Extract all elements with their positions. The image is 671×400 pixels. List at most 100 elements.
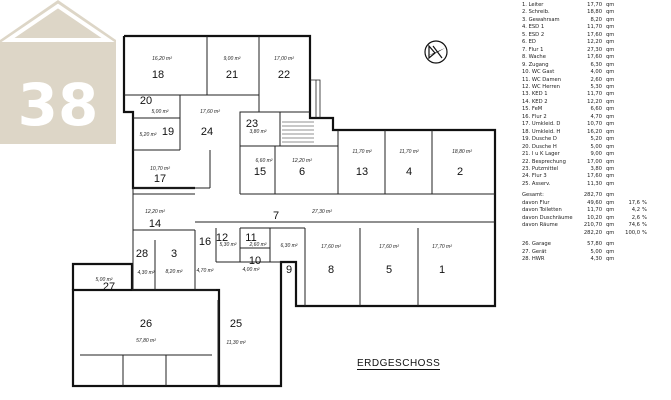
legend-unit: qm <box>606 31 615 38</box>
room-area-11: 2,60 m² <box>249 242 267 248</box>
legend-room-label: Umkleid. D <box>531 121 561 128</box>
room-area-14: 12,20 m² <box>145 209 165 215</box>
legend-unit: qm <box>606 98 615 105</box>
legend-room-label: KED 1 <box>531 91 548 98</box>
legend-area-value: 6,30 <box>590 61 602 68</box>
legend-room-name: 17. Umkleid. D <box>522 121 580 128</box>
legend-room-name: 19. Dusche D <box>522 136 580 143</box>
legend-room-name: 11. WC Damen <box>522 77 580 84</box>
room-area-19: 5,20 m² <box>140 132 157 138</box>
legend-room-label: Dusche H <box>531 143 557 150</box>
legend-unit: qm <box>606 248 615 255</box>
legend-room-name: 1. Leiter <box>522 2 580 9</box>
stair-lines <box>282 121 314 143</box>
legend-room-name: 10. WC Gast <box>522 69 580 76</box>
legend-cell: % <box>642 229 647 236</box>
legend-room-name: 9. Zugang <box>522 62 580 69</box>
legend-unit: qm <box>606 151 615 158</box>
room-number-23: 23 <box>246 118 258 130</box>
legend-cell: % <box>642 199 647 206</box>
legend-area-value: 17,00 <box>587 158 602 165</box>
legend-unit: qm <box>606 16 615 23</box>
room-number-12: 12 <box>216 232 228 244</box>
legend-room-name: 6. ED <box>522 39 580 46</box>
legend-area-value: 27,30 <box>587 46 602 53</box>
legend-room-no: 11. <box>522 76 532 83</box>
legend-room-label: Leiter <box>528 2 544 8</box>
legend-cell <box>618 192 640 199</box>
legend-room-no: 1. <box>522 2 529 8</box>
room-number-7: 7 <box>273 210 279 222</box>
room-number-2: 2 <box>457 166 463 178</box>
legend-area-value: 17,60 <box>587 173 602 180</box>
legend-area-value: 10,70 <box>587 121 602 128</box>
legend-cell: 282,70 <box>583 192 602 199</box>
room-area-7: 27,30 m² <box>311 209 332 215</box>
logo-roof-icon <box>1 3 115 42</box>
legend-room-no: 19. <box>522 136 532 143</box>
legend-room-label: Gerät <box>531 248 547 255</box>
room-area-24: 17,60 m² <box>200 109 220 115</box>
room-area-20: 5,00 m² <box>152 109 169 115</box>
legend-room-name: 21. I u K Lager <box>522 151 580 158</box>
legend-unit: qm <box>606 24 615 31</box>
legend-unit: qm <box>606 46 615 53</box>
room-number-11: 11 <box>245 232 256 244</box>
legend-area-value: 16,20 <box>587 128 602 135</box>
legend-area-value: 4,30 <box>590 255 602 262</box>
room-area-5: 17,60 m² <box>379 244 399 250</box>
legend-cell: Gesamt: <box>522 192 544 199</box>
room-area-27: 5,00 m² <box>96 277 113 283</box>
legend-cell: davon Flur <box>522 199 550 206</box>
legend-area-value: 5,30 <box>590 83 602 90</box>
logo-house-shape <box>0 0 116 144</box>
room-number-1: 1 <box>439 264 445 276</box>
legend-cell: davon Toiletten <box>522 207 562 214</box>
legend-area-value: 11,30 <box>587 180 602 187</box>
legend-room-label: WC Damen <box>531 76 562 83</box>
logo-38: 38 <box>0 0 116 144</box>
legend-room-label: KED 2 <box>531 98 548 105</box>
legend-area-value: 9,00 <box>590 151 602 158</box>
legend-room-no: 20. <box>522 143 532 150</box>
legend-cell: 49,60 <box>587 199 602 206</box>
legend-room-label: Umkleid. H <box>531 128 561 135</box>
room-number-4: 4 <box>406 166 412 178</box>
legend-cell: 100,0 <box>625 229 640 236</box>
room-area-18: 16,20 m² <box>152 56 172 62</box>
legend-unit: qm <box>606 143 615 150</box>
legend-area-value: 12,20 <box>587 39 602 46</box>
legend-area-value: 5,00 <box>590 248 602 255</box>
legend-area-value: 11,70 <box>587 24 602 31</box>
legend-room-name: 25. Asserv. <box>522 181 580 188</box>
legend-room-label: Schreib. <box>528 9 550 16</box>
legend-unit: qm <box>606 106 615 113</box>
legend-room-name: 8. Wache <box>522 54 580 61</box>
legend-cell: davon Räume <box>522 222 558 229</box>
legend-unit: qm <box>606 69 615 76</box>
legend-area-value: 17,60 <box>587 31 602 38</box>
legend-room-no: 21. <box>522 151 532 158</box>
legend-room-name: 26. Garage <box>522 241 580 248</box>
legend-room-label: Putzmittel <box>531 165 559 172</box>
room-number-19: 19 <box>162 126 174 138</box>
inner-walls <box>80 36 495 386</box>
legend-room-no: 17. <box>522 121 532 128</box>
legend-cell: davon Duschräume <box>522 214 573 221</box>
legend-unit: qm <box>606 173 615 180</box>
